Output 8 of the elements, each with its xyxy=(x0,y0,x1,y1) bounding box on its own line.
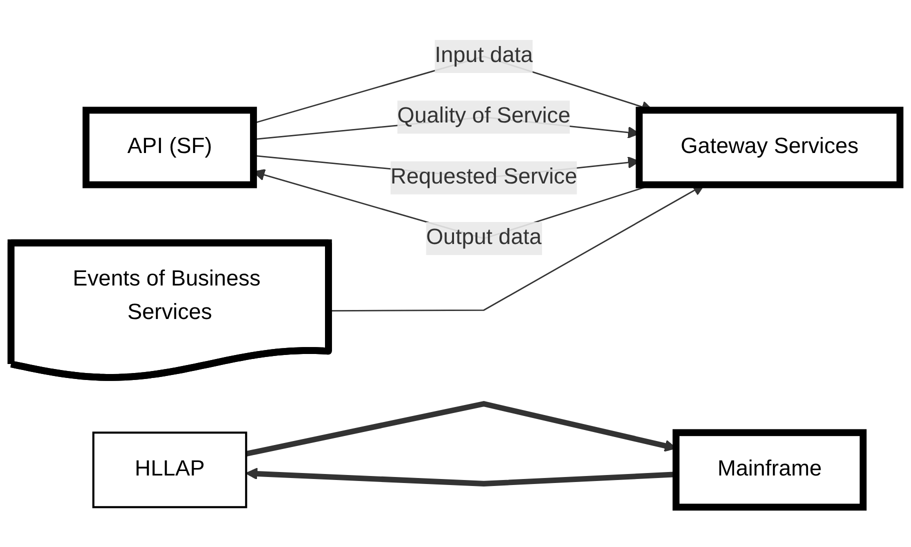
edge-label: Output data xyxy=(426,226,542,250)
node-box: Mainframe xyxy=(672,429,867,511)
node-box: HLLAP xyxy=(92,432,248,508)
edge-label: Requested Service xyxy=(390,165,578,189)
edge-label: Quality of Service xyxy=(397,104,570,128)
node-box: Gateway Services xyxy=(636,106,904,188)
node-box: API (SF) xyxy=(82,106,257,188)
edge-label: Input data xyxy=(434,44,533,68)
